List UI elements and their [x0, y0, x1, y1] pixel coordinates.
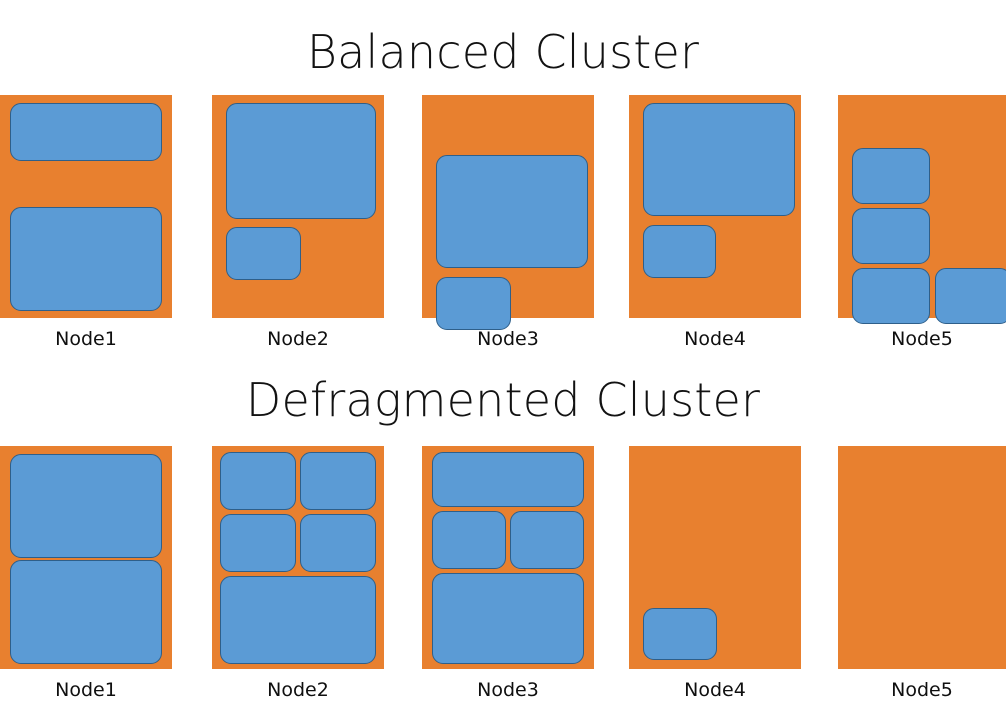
node-label-balanced-2: Node2	[267, 328, 329, 350]
vm-block[interactable]	[220, 514, 296, 572]
node-defragmented-4[interactable]	[629, 446, 801, 669]
vm-block[interactable]	[510, 511, 584, 569]
section-title-defragmented: Defragmented Cluster	[245, 373, 761, 427]
node-label-defragmented-4: Node4	[684, 679, 746, 701]
vm-block[interactable]	[226, 227, 301, 280]
node-label-balanced-5: Node5	[891, 328, 953, 350]
vm-block[interactable]	[436, 155, 588, 268]
vm-block[interactable]	[935, 268, 1006, 324]
vm-block[interactable]	[226, 103, 376, 219]
vm-block[interactable]	[220, 452, 296, 510]
vm-block[interactable]	[10, 454, 162, 558]
node-label-defragmented-5: Node5	[891, 679, 953, 701]
node-balanced-1[interactable]	[0, 95, 172, 318]
node-label-defragmented-1: Node1	[55, 679, 117, 701]
vm-block[interactable]	[432, 452, 584, 507]
vm-block[interactable]	[432, 511, 506, 569]
node-label-defragmented-3: Node3	[477, 679, 539, 701]
node-label-balanced-1: Node1	[55, 328, 117, 350]
vm-block[interactable]	[643, 608, 717, 660]
node-defragmented-1[interactable]	[0, 446, 172, 669]
vm-block[interactable]	[220, 576, 376, 664]
node-balanced-5[interactable]	[838, 95, 1006, 324]
vm-block[interactable]	[643, 103, 795, 216]
vm-block[interactable]	[10, 207, 162, 311]
node-label-balanced-3: Node3	[477, 328, 539, 350]
vm-block[interactable]	[643, 225, 716, 278]
vm-block[interactable]	[436, 277, 511, 330]
node-defragmented-5[interactable]	[838, 446, 1006, 669]
vm-block[interactable]	[852, 208, 930, 264]
vm-block[interactable]	[10, 103, 162, 161]
node-defragmented-3[interactable]	[422, 446, 594, 669]
vm-block[interactable]	[300, 452, 376, 510]
node-defragmented-2[interactable]	[212, 446, 384, 669]
vm-block[interactable]	[300, 514, 376, 572]
node-capacity-panel	[838, 446, 1006, 669]
node-balanced-4[interactable]	[629, 95, 801, 318]
vm-block[interactable]	[852, 268, 930, 324]
vm-block[interactable]	[10, 560, 162, 664]
node-balanced-2[interactable]	[212, 95, 384, 318]
node-label-balanced-4: Node4	[684, 328, 746, 350]
vm-block[interactable]	[432, 573, 584, 664]
node-balanced-3[interactable]	[422, 95, 594, 330]
section-title-balanced: Balanced Cluster	[306, 25, 700, 79]
vm-block[interactable]	[852, 148, 930, 204]
node-label-defragmented-2: Node2	[267, 679, 329, 701]
